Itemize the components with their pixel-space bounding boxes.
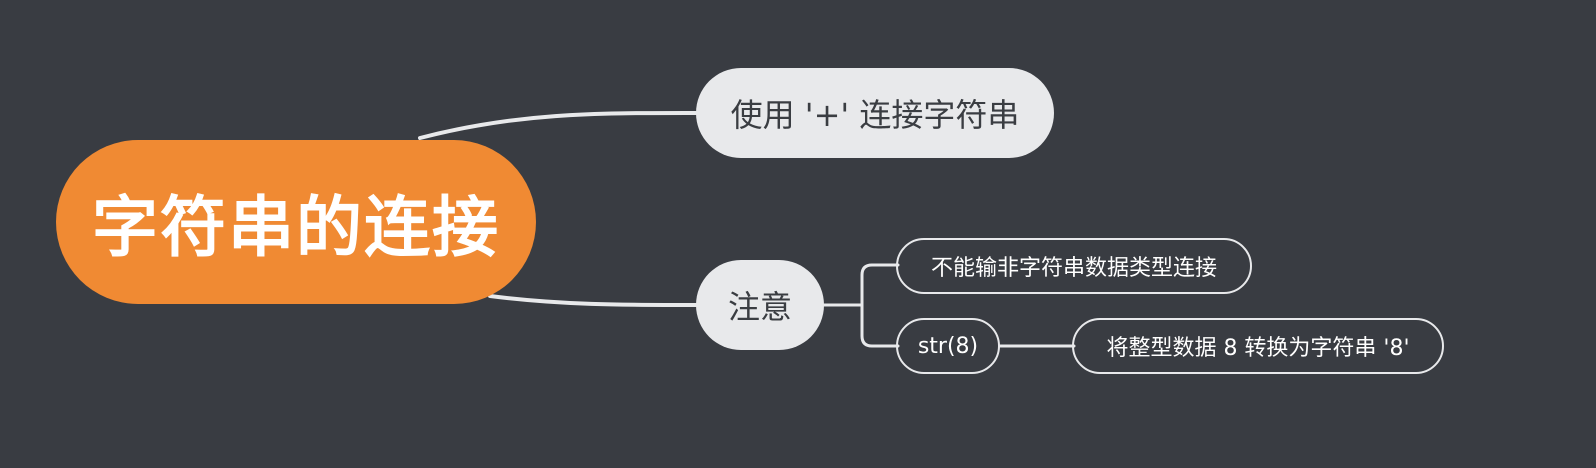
subtopic-no-non-string-concat[interactable]: 不能输非字符串数据类型连接 <box>896 238 1252 294</box>
connector-root-to-note <box>488 294 702 307</box>
connector-root-to-plus-concat <box>418 110 702 140</box>
root-node[interactable]: 字符串的连接 <box>56 140 536 304</box>
subtopic-int-to-string-explanation[interactable]: 将整型数据 8 转换为字符串 '8' <box>1072 318 1444 374</box>
branch-plus-concat[interactable]: 使用 '+' 连接字符串 <box>696 68 1054 158</box>
branch-note[interactable]: 注意 <box>696 260 824 350</box>
connector-note-to-children <box>822 263 900 348</box>
subtopic-str8[interactable]: str(8) <box>896 318 1000 374</box>
